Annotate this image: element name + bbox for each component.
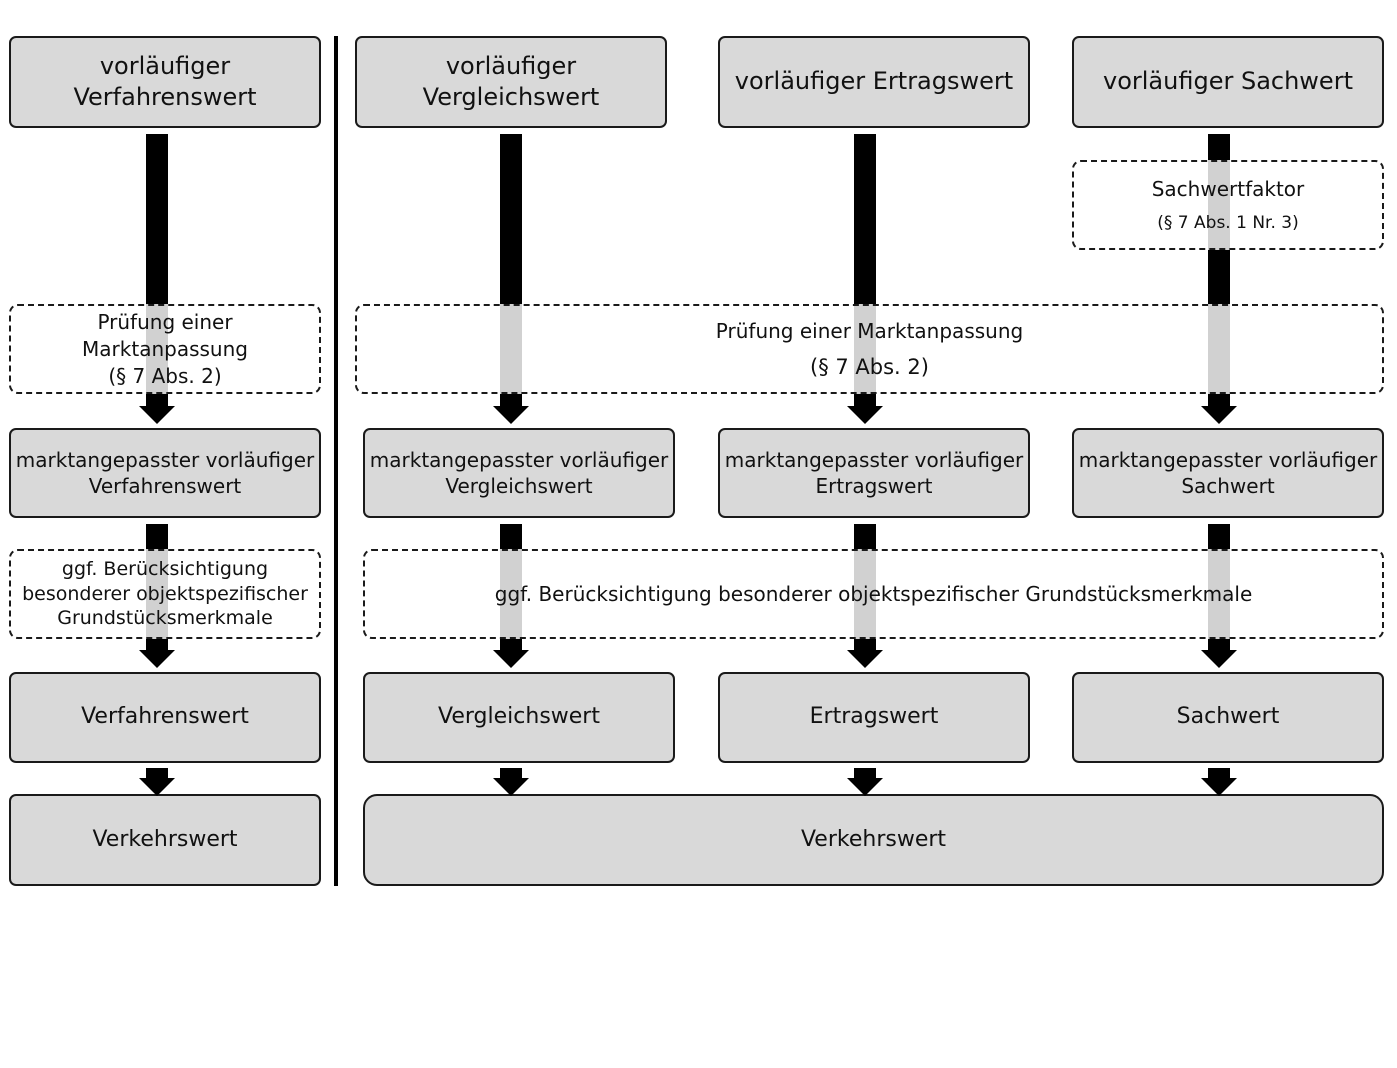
- label-asset-value-factor-ref: (§ 7 Abs. 1 Nr. 3): [1157, 213, 1299, 233]
- box-market-value-right: Verkehrswert: [363, 794, 1384, 886]
- label-preliminary-income-value: vorläufiger Ertragswert: [734, 67, 1014, 96]
- label-market-check-right: Prüfung einer Marktanpassung: [715, 319, 1024, 343]
- box-asset-value: Sachwert: [1072, 672, 1384, 763]
- label-adjusted-procedure-value: marktangepasster vorläufiger Verfahrensw…: [15, 448, 315, 498]
- box-preliminary-procedure-value: vorläufiger Verfahrenswert: [9, 36, 321, 128]
- arrow-head-asset-2: [1201, 650, 1237, 668]
- box-adjusted-income-value: marktangepasster vorläufiger Ertragswert: [718, 428, 1030, 518]
- arrow-shaft-comparison-3: [500, 768, 522, 780]
- label-preliminary-procedure-value: vorläufiger Verfahrenswert: [73, 51, 257, 111]
- arrow-head-income-2: [847, 650, 883, 668]
- box-special-features-right: ggf. Berücksichtigung besonderer objekts…: [363, 549, 1384, 639]
- arrow-head-comparison-1: [493, 406, 529, 424]
- label-special-features-right: ggf. Berücksichtigung besonderer objekts…: [494, 582, 1253, 606]
- box-special-features-left: ggf. Berücksichtigung besonderer objekts…: [9, 549, 321, 639]
- arrow-head-asset-3: [1201, 778, 1237, 796]
- label-preliminary-comparison-value: vorläufiger Vergleichswert: [422, 51, 600, 111]
- box-market-check-left: Prüfung einer Marktanpassung (§ 7 Abs. 2…: [9, 304, 321, 394]
- label-asset-value-factor: Sachwertfaktor: [1151, 177, 1305, 201]
- arrow-head-left-2: [139, 650, 175, 668]
- label-market-value-left: Verkehrswert: [92, 826, 238, 852]
- box-adjusted-comparison-value: marktangepasster vorläufiger Vergleichsw…: [363, 428, 675, 518]
- arrow-head-income-3: [847, 778, 883, 796]
- arrow-shaft-income-3: [854, 768, 876, 780]
- box-procedure-value: Verfahrenswert: [9, 672, 321, 763]
- label-special-features-left: ggf. Berücksichtigung besonderer objekts…: [22, 557, 308, 630]
- box-income-value: Ertragswert: [718, 672, 1030, 763]
- label-adjusted-income-value: marktangepasster vorläufiger Ertragswert: [724, 448, 1024, 498]
- label-market-check-right-ref: (§ 7 Abs. 2): [810, 355, 929, 379]
- arrow-head-comparison-2: [493, 650, 529, 668]
- arrow-shaft-left-3: [146, 768, 168, 780]
- arrow-head-left-3: [139, 778, 175, 796]
- label-income-value: Ertragswert: [809, 704, 939, 730]
- box-adjusted-asset-value: marktangepasster vorläufiger Sachwert: [1072, 428, 1384, 518]
- arrow-head-income-1: [847, 406, 883, 424]
- label-asset-value: Sachwert: [1176, 704, 1280, 730]
- label-adjusted-asset-value: marktangepasster vorläufiger Sachwert: [1078, 448, 1378, 498]
- box-preliminary-asset-value: vorläufiger Sachwert: [1072, 36, 1384, 128]
- label-preliminary-asset-value: vorläufiger Sachwert: [1103, 67, 1353, 96]
- arrow-head-comparison-3: [493, 778, 529, 796]
- arrow-shaft-asset-3: [1208, 768, 1230, 780]
- box-market-value-left: Verkehrswert: [9, 794, 321, 886]
- column-divider: [334, 36, 338, 886]
- label-adjusted-comparison-value: marktangepasster vorläufiger Vergleichsw…: [369, 448, 669, 498]
- box-preliminary-income-value: vorläufiger Ertragswert: [718, 36, 1030, 128]
- label-market-value-right: Verkehrswert: [800, 826, 947, 852]
- arrow-head-asset-1: [1201, 406, 1237, 424]
- box-adjusted-procedure-value: marktangepasster vorläufiger Verfahrensw…: [9, 428, 321, 518]
- arrow-head-left-1: [139, 406, 175, 424]
- label-procedure-value: Verfahrenswert: [81, 704, 249, 730]
- box-preliminary-comparison-value: vorläufiger Vergleichswert: [355, 36, 667, 128]
- label-comparison-value: Vergleichswert: [438, 704, 600, 730]
- box-comparison-value: Vergleichswert: [363, 672, 675, 763]
- box-market-check-right: Prüfung einer Marktanpassung (§ 7 Abs. 2…: [355, 304, 1384, 394]
- label-market-check-left: Prüfung einer Marktanpassung (§ 7 Abs. 2…: [82, 309, 248, 388]
- box-asset-value-factor: Sachwertfaktor (§ 7 Abs. 1 Nr. 3): [1072, 160, 1384, 250]
